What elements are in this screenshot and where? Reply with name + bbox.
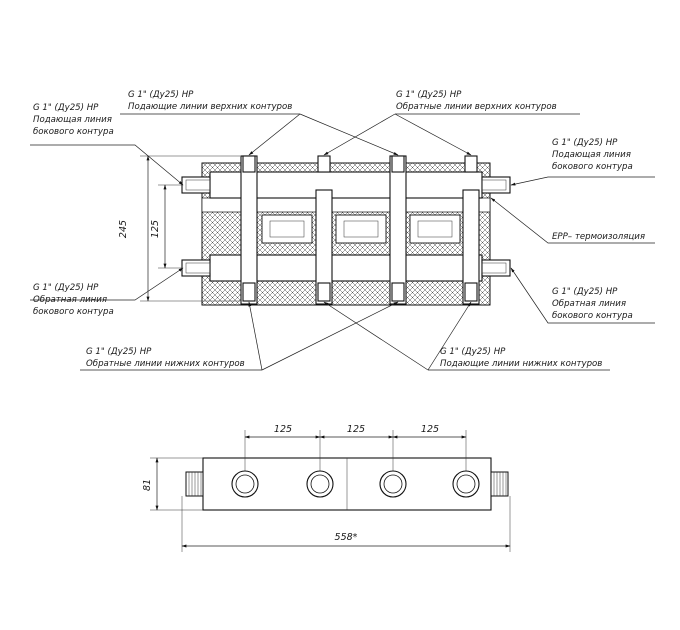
label-right-supply-spec: G 1" (Ду25) НР <box>552 138 618 148</box>
cell-1-inner <box>269 220 305 238</box>
label-top-return-spec: G 1" (Ду25) НР <box>396 90 462 100</box>
svg-text:245: 245 <box>118 220 129 238</box>
label-right-supply-desc2: бокового контура <box>552 162 633 172</box>
label-left-supply-desc2: бокового контура <box>33 127 114 137</box>
top-outlet-1 <box>242 155 256 173</box>
svg-text:558*: 558* <box>335 532 358 543</box>
svg-text:125: 125 <box>347 424 365 435</box>
vertical-pipe-3 <box>389 155 407 305</box>
label-bottom-return-spec: G 1" (Ду25) НР <box>86 347 152 357</box>
top-outlet-4 <box>464 155 478 173</box>
label-insulation: EPP– термоизоляция <box>552 232 645 242</box>
plan-view: 125 125 125 81 558* <box>142 424 511 552</box>
bottom-outlet-1 <box>242 282 256 302</box>
label-right-supply-desc1: Подающая линия <box>552 150 631 160</box>
label-bottom-return-desc: Обратные линии нижних контуров <box>86 359 245 369</box>
label-right-return-desc2: бокового контура <box>552 311 633 321</box>
bottom-outlet-2 <box>317 282 331 302</box>
top-outlet-2 <box>317 155 331 173</box>
left-upper-stub-inner <box>185 179 211 191</box>
svg-text:125: 125 <box>150 220 161 238</box>
label-left-return-desc1: Обратная линия <box>33 295 107 305</box>
label-bottom-supply-desc: Подающие линии нижних контуров <box>440 359 602 369</box>
dimension-spacing: 125 125 125 <box>244 424 467 471</box>
label-left-supply-desc1: Подающая линия <box>33 115 112 125</box>
label-bottom-supply-spec: G 1" (Ду25) НР <box>440 347 506 357</box>
label-right-return-spec: G 1" (Ду25) НР <box>552 287 618 297</box>
label-top-return-desc: Обратные линии верхних контуров <box>396 102 557 112</box>
left-lower-stub-inner <box>185 262 211 274</box>
dimension-length: 558* <box>181 496 511 552</box>
label-left-return-spec: G 1" (Ду25) НР <box>33 283 99 293</box>
dimension-depth: 81 <box>142 457 203 511</box>
vertical-pipe-1 <box>240 155 258 305</box>
label-top-supply-desc: Подающие линии верхних контуров <box>128 102 292 112</box>
top-outlet-3 <box>391 155 405 173</box>
leader-lines <box>30 113 655 371</box>
cell-2 <box>335 214 387 244</box>
label-top-supply-spec: G 1" (Ду25) НР <box>128 90 194 100</box>
svg-text:81: 81 <box>142 479 153 491</box>
label-left-supply-spec: G 1" (Ду25) НР <box>33 103 99 113</box>
cell-3-inner <box>417 220 453 238</box>
cell-1 <box>261 214 313 244</box>
bottom-outlet-4 <box>464 282 478 302</box>
svg-text:125: 125 <box>421 424 439 435</box>
right-upper-stub-inner <box>481 179 507 191</box>
label-right-return-desc1: Обратная линия <box>552 299 626 309</box>
svg-text:125: 125 <box>274 424 292 435</box>
plan-right-thread <box>490 471 509 497</box>
section-view: 245 125 <box>30 90 655 371</box>
plan-left-thread <box>185 471 204 497</box>
right-lower-stub-inner <box>481 262 507 274</box>
label-left-return-desc2: бокового контура <box>33 307 114 317</box>
dimension-125-vertical: 125 <box>150 184 182 269</box>
dimension-245: 245 <box>118 155 240 302</box>
bottom-outlet-3 <box>391 282 405 302</box>
cell-2-inner <box>343 220 379 238</box>
cell-3 <box>409 214 461 244</box>
